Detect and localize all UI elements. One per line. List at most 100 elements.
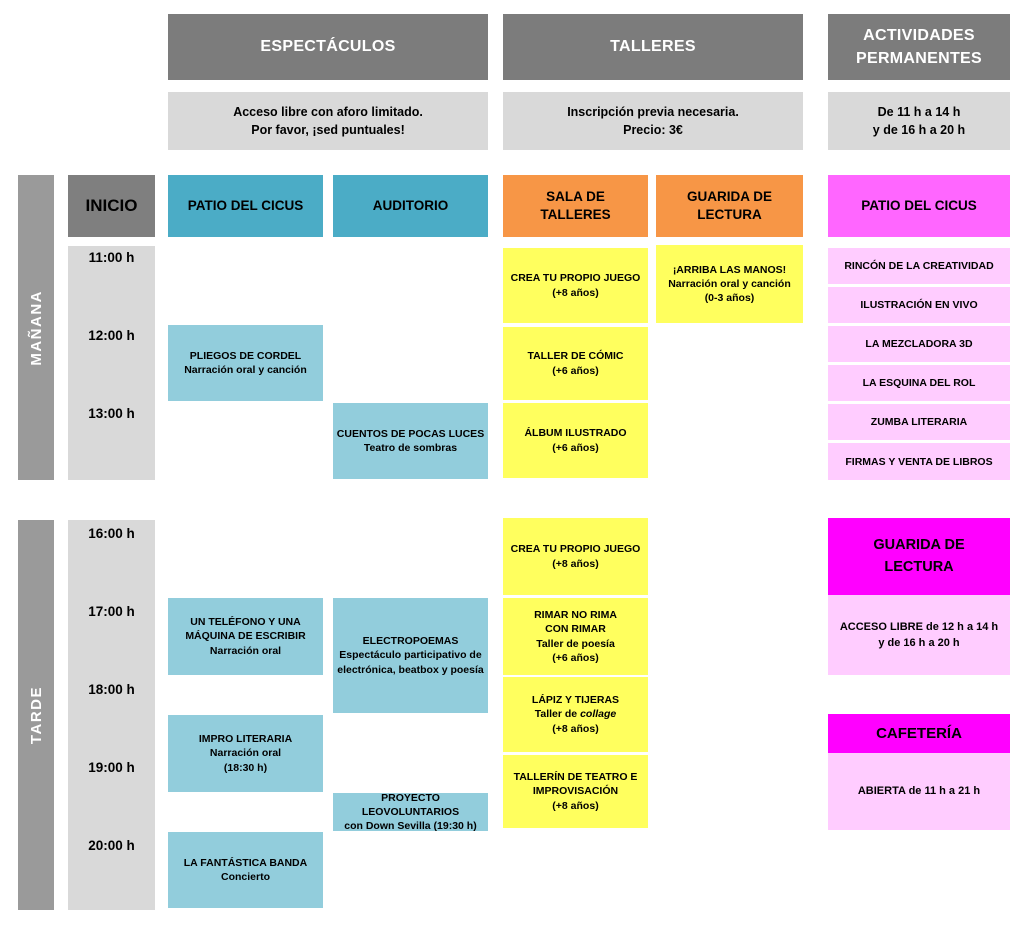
event-subtitle: Espectáculo participativo de electrónica… [337, 649, 484, 676]
event-title: CUENTOS DE POCAS LUCES [336, 427, 485, 440]
espectaculos-note: Acceso libre con aforo limitado. Por fav… [168, 92, 488, 150]
event-subtitle: (+8 años) [552, 286, 599, 299]
column-header-sala-talleres: SALA DE TALLERES [503, 175, 648, 237]
event-subtitle: Narración oral (18:30 h) [209, 747, 282, 774]
time-1200: 12:00 h [88, 328, 135, 343]
permanent-label: LA ESQUINA DEL ROL [862, 377, 976, 389]
event-subtitle: (+6 años) [552, 441, 599, 454]
event-subtitle: Narración oral y canción (0-3 años) [668, 277, 791, 305]
espectaculos-title: ESPECTÁCULOS [260, 38, 396, 55]
time-1800: 18:00 h [88, 682, 135, 697]
guarida-block-title: GUARIDA DE LECTURA [873, 536, 965, 575]
event-ages: (+8 años) [552, 722, 599, 735]
event-subtitle: Concierto [220, 871, 270, 883]
cafeteria-block-note: ABIERTA de 11 h a 21 h [828, 753, 1010, 830]
permanent-label: FIRMAS Y VENTA DE LIBROS [845, 455, 993, 468]
manana-label: MAÑANA [27, 289, 45, 366]
event-title: UN TELÉFONO Y UNA MÁQUINA DE ESCRIBIR [185, 616, 306, 643]
event-electropoemas: ELECTROPOEMAS Espectáculo participativo … [333, 598, 488, 713]
sala-talleres-label: SALA DE TALLERES [540, 189, 611, 222]
actividades-note: De 11 h a 14 h y de 16 h a 20 h [828, 92, 1010, 150]
permanent-label: RINCÓN DE LA CREATIVIDAD [844, 260, 994, 272]
event-un-telefono-y-una-maquina: UN TELÉFONO Y UNA MÁQUINA DE ESCRIBIR Na… [168, 598, 323, 675]
tarde-label: TARDE [27, 685, 45, 745]
auditorio-label: AUDITORIO [372, 198, 449, 214]
event-proyecto-leovoluntarios: PROYECTO LEOVOLUNTARIOS con Down Sevilla… [333, 791, 488, 833]
event-subtitle: con Down Sevilla (19:30 h) [344, 820, 477, 833]
event-impro-literaria: IMPRO LITERARIA Narración oral (18:30 h) [168, 715, 323, 792]
workshop-rimar-no-rima: RIMAR NO RIMA CON RIMAR Taller de poesía… [503, 598, 648, 675]
workshop-arriba-las-manos: ¡ARRIBA LAS MANOS! Narración oral y canc… [656, 245, 803, 323]
event-subtitle: Teatro de sombras [363, 442, 458, 454]
morning-time-column [68, 246, 155, 480]
time-1300: 13:00 h [88, 406, 135, 421]
event-pliegos-de-cordel: PLIEGOS DE CORDEL Narración oral y canci… [168, 325, 323, 401]
talleres-title: TALLERES [610, 38, 696, 55]
time-1100: 11:00 h [88, 250, 135, 265]
event-title: LA FANTÁSTICA BANDA [183, 856, 308, 869]
column-header-guarida-lectura: GUARIDA DE LECTURA [656, 175, 803, 237]
cafeteria-title: CAFETERÍA [876, 725, 962, 742]
column-header-patio-cicus-permanentes: PATIO DEL CICUS [828, 175, 1010, 237]
permanent-zumba-literaria: ZUMBA LITERARIA [828, 404, 1010, 440]
event-title: CREA TU PROPIO JUEGO [510, 543, 641, 556]
time-2000: 20:00 h [88, 838, 135, 853]
event-subtitle: (+6 años) [552, 364, 599, 377]
guarida-lectura-block-header: GUARIDA DE LECTURA [828, 518, 1010, 595]
actividades-header: ACTIVIDADES PERMANENTES [828, 14, 1010, 80]
permanent-ilustracion-en-vivo: ILUSTRACIÓN EN VIVO [828, 287, 1010, 323]
event-subtitle: (+8 años) [552, 557, 599, 570]
event-subtitle: Taller de collage [535, 707, 617, 721]
subtitle-italic: collage [580, 708, 617, 721]
cafeteria-note-text: ABIERTA de 11 h a 21 h [857, 785, 981, 798]
event-title: ¡ARRIBA LAS MANOS! [672, 263, 787, 276]
workshop-album-ilustrado: ÁLBUM ILUSTRADO (+6 años) [503, 403, 648, 478]
guarida-lectura-label: GUARIDA DE LECTURA [686, 189, 772, 222]
event-subtitle: (+8 años) [552, 799, 599, 812]
talleres-note-text: Inscripción previa necesaria. Precio: 3€ [567, 104, 739, 137]
column-header-auditorio: AUDITORIO [333, 175, 488, 237]
time-1900: 19:00 h [88, 760, 135, 775]
permanent-label: LA MEZCLADORA 3D [865, 338, 973, 350]
event-title: PROYECTO LEOVOLUNTARIOS [361, 791, 460, 818]
inicio-label: INICIO [85, 196, 138, 215]
cafeteria-block-header: CAFETERÍA [828, 714, 1010, 753]
event-title: ÁLBUM ILUSTRADO [524, 427, 627, 440]
section-manana: MAÑANA [18, 175, 54, 480]
section-tarde: TARDE [18, 520, 54, 910]
permanent-label: ILUSTRACIÓN EN VIVO [860, 299, 978, 311]
actividades-note-text: De 11 h a 14 h y de 16 h a 20 h [872, 104, 966, 137]
workshop-crea-tu-propio-juego-tarde: CREA TU PROPIO JUEGO (+8 años) [503, 518, 648, 595]
talleres-note: Inscripción previa necesaria. Precio: 3€ [503, 92, 803, 150]
guarida-lectura-block-note: ACCESO LIBRE de 12 h a 14 h y de 16 h a … [828, 595, 1010, 675]
actividades-title: ACTIVIDADES PERMANENTES [856, 26, 982, 67]
event-cuentos-de-pocas-luces: CUENTOS DE POCAS LUCES Teatro de sombras [333, 403, 488, 479]
patio-label: PATIO DEL CICUS [187, 198, 304, 214]
guarida-block-note-text: ACCESO LIBRE de 12 h a 14 h y de 16 h a … [839, 620, 999, 650]
workshop-lapiz-y-tijeras: LÁPIZ Y TIJERAS Taller de collage (+8 añ… [503, 677, 648, 752]
event-subtitle: Narración oral y canción [184, 364, 307, 376]
workshop-taller-de-comic: TALLER DE CÓMIC (+6 años) [503, 327, 648, 400]
column-header-patio-cicus: PATIO DEL CICUS [168, 175, 323, 237]
event-title: TALLERÍN DE TEATRO E IMPROVISACIÓN [513, 771, 638, 798]
permanent-esquina-del-rol: LA ESQUINA DEL ROL [828, 365, 1010, 401]
time-1700: 17:00 h [88, 604, 135, 619]
event-subtitle: Taller de poesía (+6 años) [536, 637, 615, 664]
event-title: CREA TU PROPIO JUEGO [510, 272, 641, 285]
talleres-header: TALLERES [503, 14, 803, 80]
event-title: RIMAR NO RIMA CON RIMAR [534, 609, 617, 636]
patio-permanentes-label: PATIO DEL CICUS [861, 198, 977, 214]
event-la-fantastica-banda: LA FANTÁSTICA BANDA Concierto [168, 832, 323, 908]
permanent-rincon-creatividad: RINCÓN DE LA CREATIVIDAD [828, 248, 1010, 284]
column-header-inicio: INICIO [68, 175, 155, 237]
afternoon-time-column [68, 520, 155, 910]
subtitle-prefix: Taller de [534, 708, 581, 721]
workshop-tallerin-de-teatro: TALLERÍN DE TEATRO E IMPROVISACIÓN (+8 a… [503, 755, 648, 828]
event-title: IMPRO LITERARIA [198, 733, 293, 746]
event-title: PLIEGOS DE CORDEL [189, 349, 302, 362]
espectaculos-header: ESPECTÁCULOS [168, 14, 488, 80]
event-subtitle: Narración oral [209, 644, 282, 657]
event-title: LÁPIZ Y TIJERAS [531, 694, 620, 707]
permanent-mezcladora-3d: LA MEZCLADORA 3D [828, 326, 1010, 362]
